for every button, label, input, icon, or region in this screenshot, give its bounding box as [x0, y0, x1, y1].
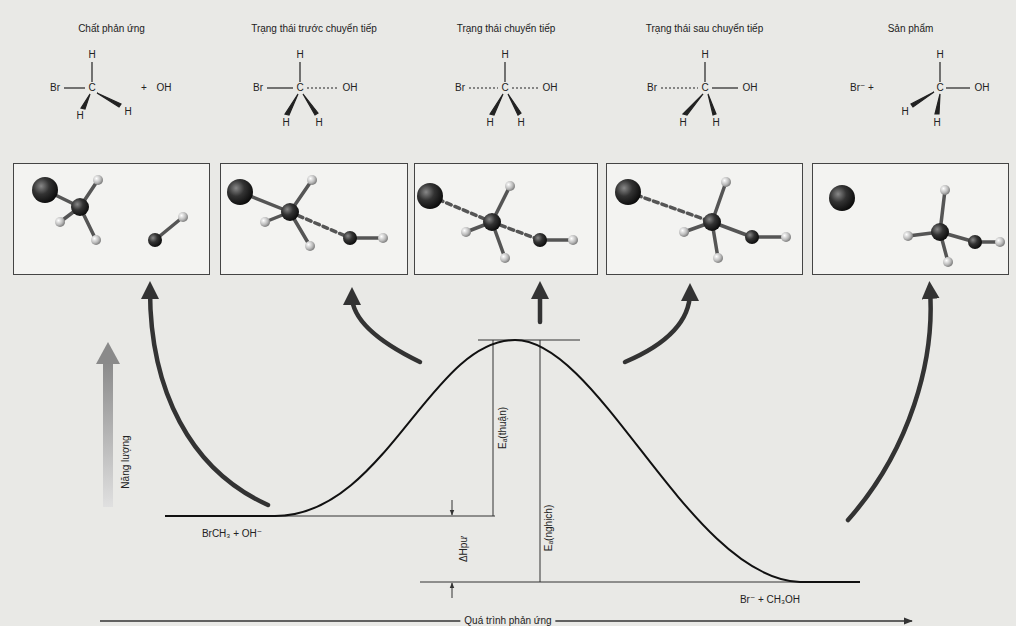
stage-panel: Trạng thái chuyển tiếp: [414, 163, 598, 275]
axis-title: Năng lượng: [120, 435, 132, 488]
activation-energy-label: Eₐ(thuận): [497, 407, 509, 449]
atom-label: H: [679, 117, 686, 129]
atom-label: H: [701, 49, 708, 61]
atom-label: Br: [50, 82, 60, 94]
molecule-sticks: [45, 180, 1000, 262]
atom-label: C: [936, 82, 943, 94]
atom-label: Br: [647, 82, 657, 94]
pointer-arrows: [150, 290, 931, 520]
atom-label: C: [88, 82, 95, 94]
product-ion: Br⁻ +: [850, 82, 874, 94]
enthalpy-label: ΔHpư: [458, 536, 470, 562]
atom-label: H: [933, 117, 940, 129]
atom-label: OH: [975, 82, 990, 94]
atom-label: H: [936, 49, 943, 61]
axis-title: Quá trình phản ứng: [460, 615, 555, 626]
atom-label: H: [901, 106, 908, 118]
atom-label: H: [315, 117, 322, 129]
plus-sign: +: [141, 82, 147, 94]
atom-label: H: [76, 110, 83, 122]
atom-label: H: [124, 106, 131, 118]
atom-label: H: [88, 49, 95, 61]
stage-heading: Trạng thái chuyển tiếp: [457, 23, 556, 35]
atom-label: OH: [543, 82, 558, 94]
atom-label: C: [296, 82, 303, 94]
stage-panel: Trạng thái trước chuyển tiếp: [220, 163, 408, 275]
stage-heading: Chất phản ứng: [78, 23, 145, 35]
stage-heading: Trạng thái trước chuyển tiếp: [251, 23, 377, 35]
energy-level-label: Br⁻ + CH₃OH: [740, 594, 800, 606]
stage-panel: Trạng thái sau chuyển tiếp: [606, 163, 803, 275]
atom-label: H: [501, 49, 508, 61]
atom-label: C: [701, 82, 708, 94]
energy-axis: [96, 342, 120, 507]
stage-panel: Chất phản ứng: [13, 163, 210, 275]
energy-curve: [165, 340, 860, 582]
molecule-atoms: [32, 175, 1005, 267]
atom-label: OH: [157, 82, 172, 94]
atom-label: H: [712, 117, 719, 129]
atom-label: H: [282, 117, 289, 129]
atom-label: H: [486, 117, 493, 129]
stage-panel: Sản phẩm: [812, 163, 1009, 275]
atom-label: H: [517, 117, 524, 129]
energy-levels: [165, 340, 860, 598]
atom-label: C: [501, 82, 508, 94]
stage-heading: Trạng thái sau chuyển tiếp: [646, 23, 763, 35]
atom-label: OH: [743, 82, 758, 94]
atom-label: Br: [253, 82, 263, 94]
atom-label: OH: [343, 82, 358, 94]
formula-bonds: [64, 62, 970, 115]
activation-energy-label: Eₐ(nghịch): [543, 505, 555, 552]
atom-label: H: [296, 49, 303, 61]
atom-label: Br: [455, 82, 465, 94]
stage-heading: Sản phẩm: [888, 23, 934, 35]
energy-level-label: BrCH₃ + OH⁻: [202, 528, 262, 540]
panel-grounds: [13, 163, 1009, 275]
